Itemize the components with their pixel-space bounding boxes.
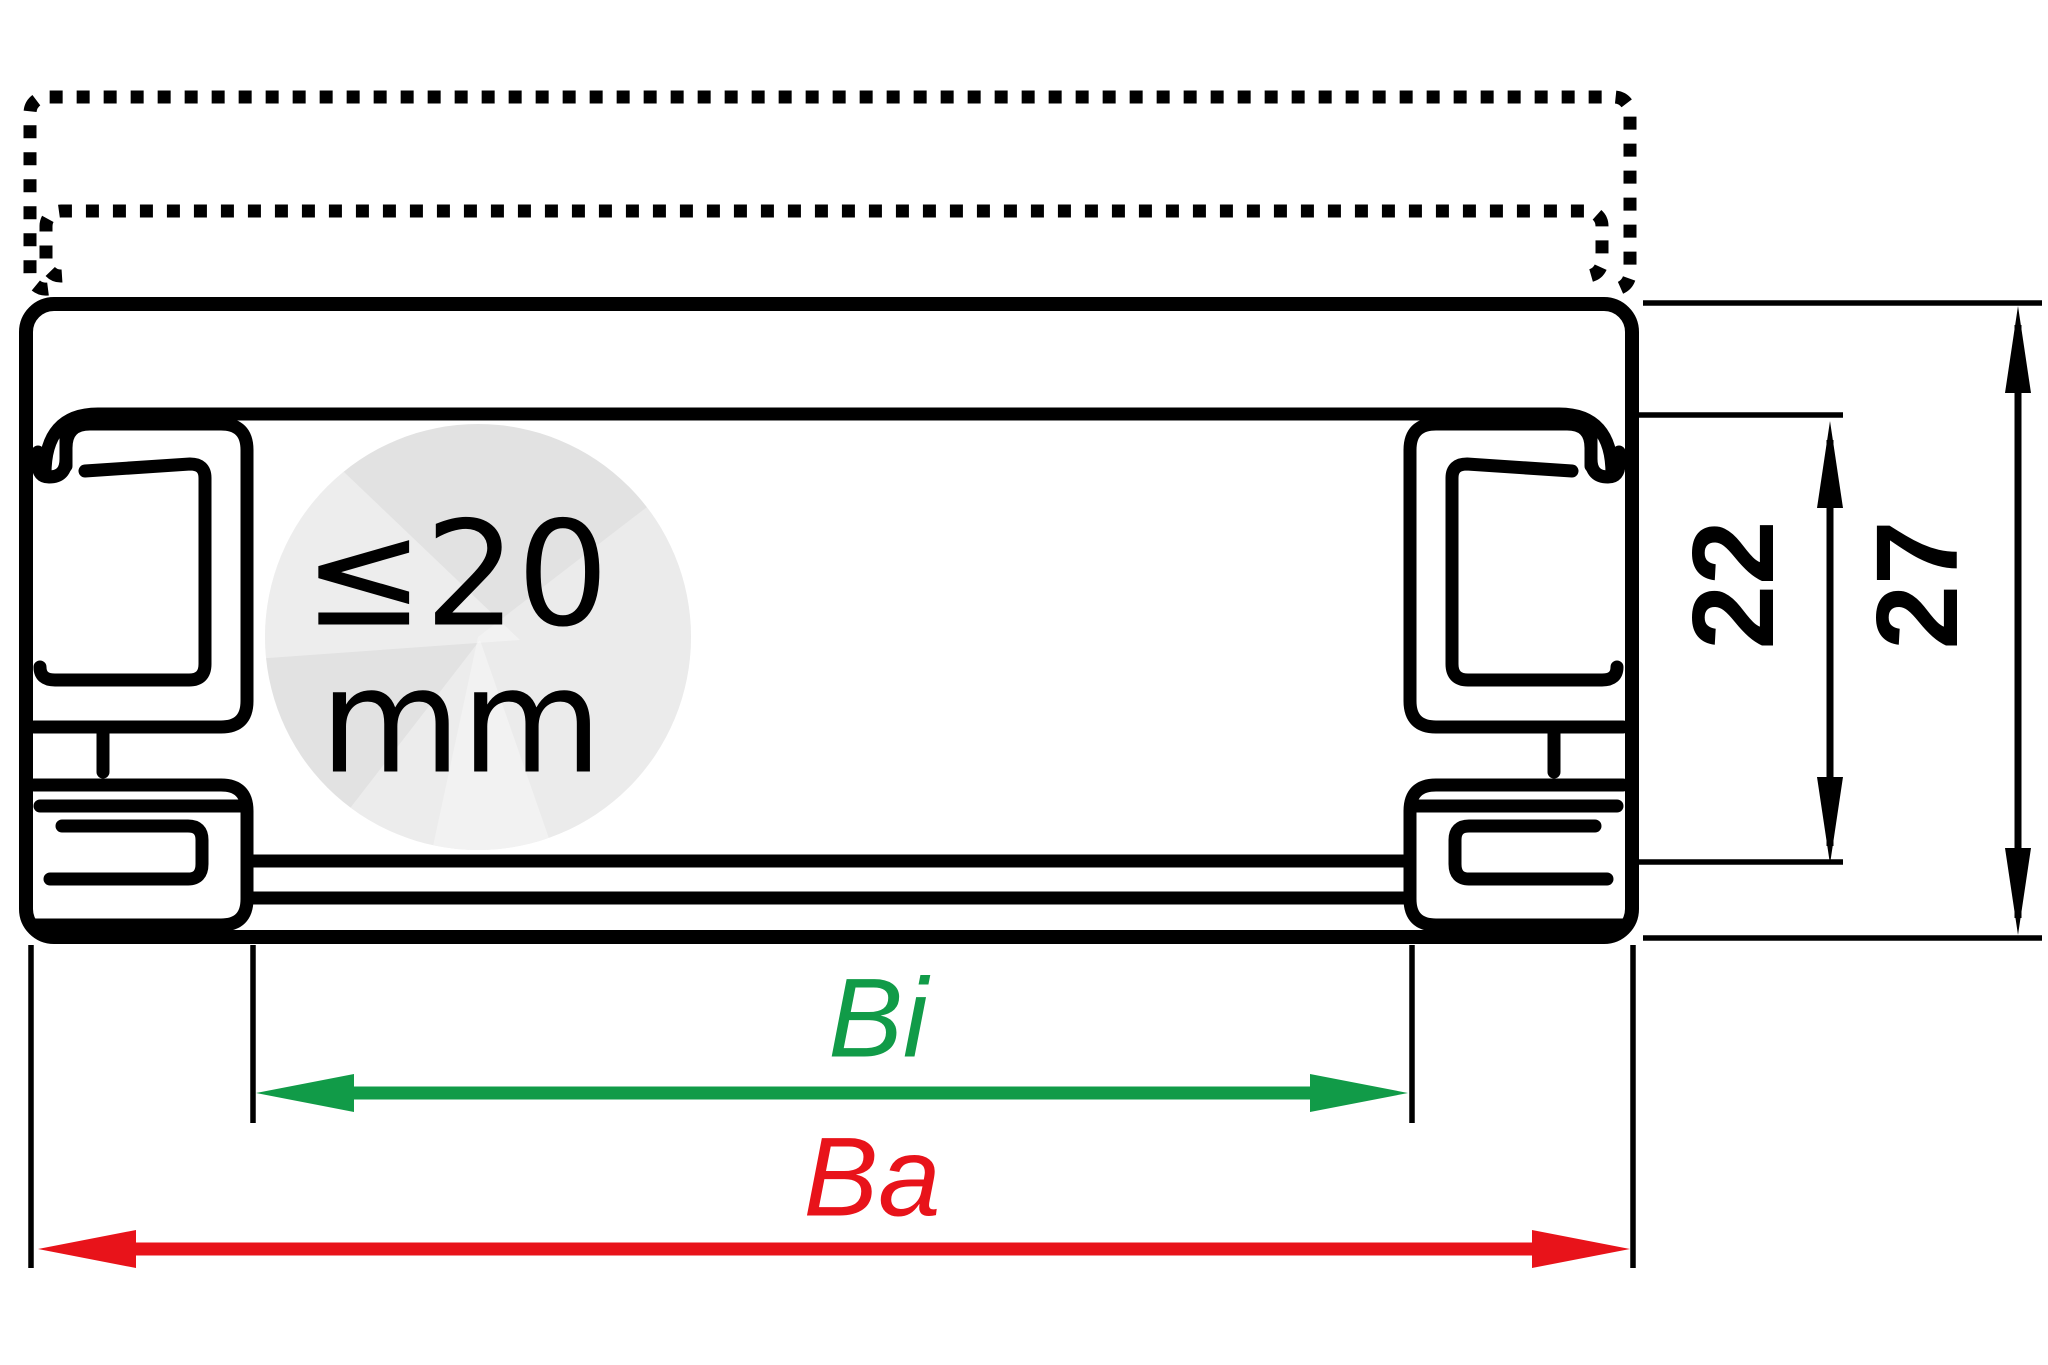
cover-inner-dashed-path [39,204,1609,283]
right-rail-lower-clip [1403,778,1630,932]
width-extension-lines [28,945,1636,1268]
arrow-22-up [1817,421,1843,508]
right-rail-upper-clip [1403,417,1630,734]
left-rail-lower-clip-inner [43,819,209,886]
left-rail-lower-clip [27,778,254,932]
label-inner-height: 22 [1668,520,1798,649]
arrow-bi-right [1310,1074,1408,1112]
outer-width-dimension: Ba [38,1115,1630,1268]
arrow-ba-right [1532,1230,1630,1268]
arrow-ba-left [38,1230,136,1268]
inner-width-dimension: Bi [256,956,1408,1112]
left-rail-upper-clip [27,417,254,734]
arrow-bi-left [256,1074,354,1112]
profile-floor-lines [243,854,1414,905]
left-rail-upper-clip-inner [33,457,212,687]
right-rail-upper-clip-inner [1445,457,1624,687]
label-total-height: 27 [1852,520,1982,649]
left-rail [27,417,254,932]
arrow-27-up [2005,306,2031,393]
label-outer-width: Ba [804,1115,941,1240]
right-rail [1403,417,1630,932]
cover-outer-dashed-path [23,90,1637,296]
arrow-27-down [2005,848,2031,935]
cover-dashed-outline [23,90,1637,296]
arrow-22-down [1817,777,1843,864]
cable-circle [265,424,691,850]
height-dimension-arrowheads [1817,306,2031,935]
label-inner-width: Bi [828,956,931,1081]
max-cable-unit: mm [320,638,603,807]
right-rail-lower-clip-inner [1448,819,1614,886]
max-cable-value: ≤20 [303,491,609,660]
profile-ceiling-line [38,407,1619,481]
